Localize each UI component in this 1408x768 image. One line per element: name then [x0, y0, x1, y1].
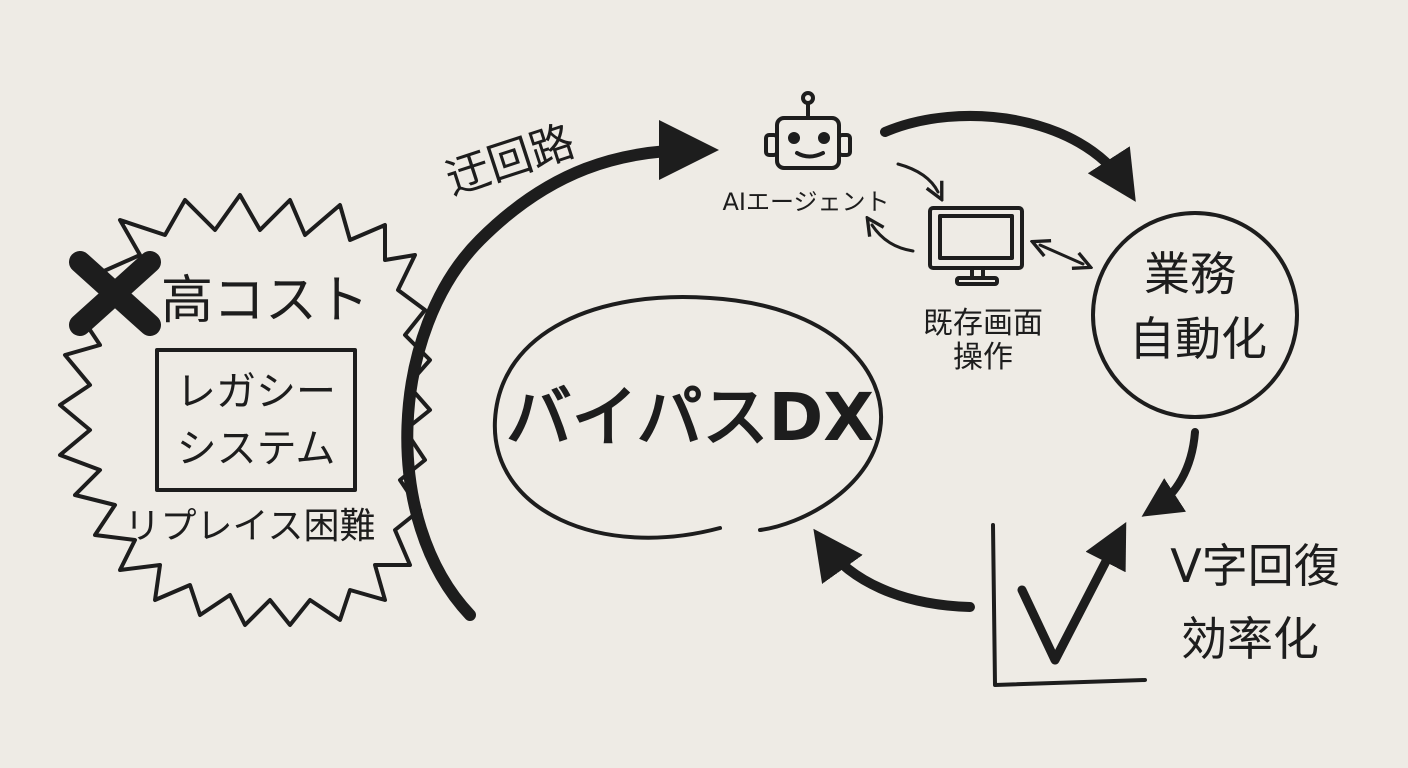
problem-starburst	[58, 193, 432, 627]
recovery-to-center-arrow	[813, 528, 975, 612]
agent-to-screen-arrow	[896, 162, 938, 192]
center-ellipse	[492, 295, 884, 540]
screen-automation-arrow	[1040, 245, 1083, 264]
robot-icon	[764, 91, 852, 170]
bypass-dx-title: バイパスDX	[506, 379, 874, 456]
cross-icon	[69, 251, 161, 336]
screen-to-agent-arrow	[872, 225, 915, 253]
recovery-line2: 効率化	[1181, 612, 1319, 666]
legacy-line1: レガシー	[176, 369, 336, 415]
ai-agent-label: AIエージェント	[722, 188, 889, 216]
screen-line2: 操作	[953, 340, 1013, 375]
bypass-arrow	[401, 120, 719, 621]
automation-line1: 業務	[1144, 247, 1236, 301]
bypass-route-label: 迂回路	[440, 116, 581, 205]
v-shape-arrow	[1017, 522, 1127, 665]
legacy-line2: システム	[177, 426, 336, 472]
cost-label: 高コスト	[161, 271, 369, 331]
automation-circle	[1091, 211, 1299, 419]
automation-to-recovery-arrow	[1141, 428, 1199, 517]
chart-axes	[991, 523, 1147, 687]
screen-line1: 既存画面	[923, 306, 1043, 341]
automation-line2: 自動化	[1129, 312, 1267, 366]
agent-to-automation-arrow	[880, 111, 1136, 202]
recovery-line1: V字回復	[1170, 539, 1339, 593]
v-recovery-chart	[991, 522, 1147, 687]
legacy-system-box	[155, 348, 357, 492]
monitor-icon	[928, 206, 1024, 286]
replace-difficult-label: リプレイス困難	[125, 506, 376, 547]
